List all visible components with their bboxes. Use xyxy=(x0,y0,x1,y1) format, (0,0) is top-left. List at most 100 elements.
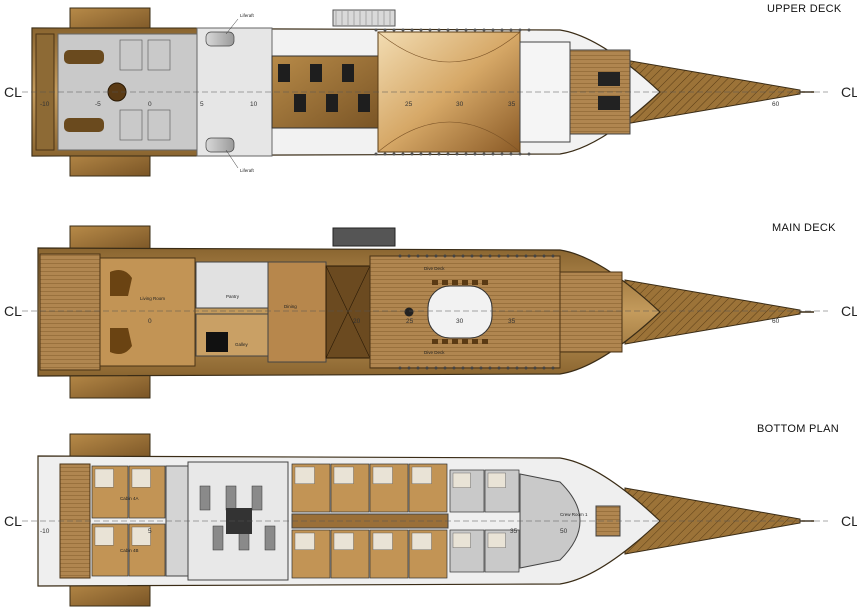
bottom-plan-title: BOTTOM PLAN xyxy=(757,423,839,435)
main-station-5: 60 xyxy=(772,318,780,325)
main-galley-label: Galley xyxy=(235,342,249,347)
main-chair-bottom-4 xyxy=(472,339,478,344)
bottom-guest-cabin-bottom-bed-3 xyxy=(411,532,432,550)
upper-stanchion-bottom-8 xyxy=(446,152,450,156)
bottom-fwd-cabin-bottom-bed-0 xyxy=(452,532,471,548)
upper-windlass-top xyxy=(598,72,620,86)
main-chair-top-5 xyxy=(482,280,488,285)
upper-liferaft-bottom-label: Liferaft xyxy=(240,168,255,173)
main-station-0: 0 xyxy=(148,318,152,325)
upper-deck-title: UPPER DECK xyxy=(767,3,842,15)
main-centerline-label-left: CL xyxy=(4,303,22,319)
main-stanchion-bottom-12 xyxy=(506,366,510,370)
main-chair-bottom-3 xyxy=(462,339,468,344)
main-chair-bottom-0 xyxy=(432,339,438,344)
main-stanchion-top-16 xyxy=(542,254,546,258)
bottom-engine-part-0 xyxy=(199,485,211,511)
bottom-engine-part-1 xyxy=(212,525,224,551)
bottom-centerline-label-right: CL xyxy=(841,513,857,529)
main-stanchion-top-4 xyxy=(434,254,438,258)
bottom-station-0: -10 xyxy=(40,528,50,535)
upper-stanchion-bottom-2 xyxy=(392,152,396,156)
upper-stanchion-top-15 xyxy=(509,28,513,32)
upper-stanchion-bottom-12 xyxy=(482,152,486,156)
main-dining-area xyxy=(267,261,327,363)
main-pantry xyxy=(195,261,269,309)
upper-stanchion-bottom-6 xyxy=(428,152,432,156)
upper-stanchion-bottom-7 xyxy=(437,152,441,156)
main-stanchion-bottom-9 xyxy=(479,366,483,370)
upper-stanchion-bottom-10 xyxy=(464,152,468,156)
main-stanchion-top-1 xyxy=(407,254,411,258)
main-armchair-top xyxy=(110,270,132,296)
bottom-aft-cabin-top-bed-1 xyxy=(131,468,151,488)
upper-stanchion-bottom-3 xyxy=(401,152,405,156)
upper-stanchion-bottom-4 xyxy=(410,152,414,156)
upper-liferaft-top xyxy=(205,31,235,47)
upper-station-8: 60 xyxy=(772,101,780,108)
upper-windlass-bottom xyxy=(598,96,620,110)
upper-sofa-top xyxy=(64,50,104,64)
upper-stanchion-top-5 xyxy=(419,28,423,32)
bottom-engine-part-5 xyxy=(264,525,276,551)
upper-stanchion-top-8 xyxy=(446,28,450,32)
upper-stanchion-bottom-16 xyxy=(518,152,522,156)
main-chair-top-2 xyxy=(452,280,458,285)
upper-stanchion-top-3 xyxy=(401,28,405,32)
main-foredeck xyxy=(559,271,623,353)
main-stanchion-bottom-5 xyxy=(443,366,447,370)
upper-stanchion-top-16 xyxy=(518,28,522,32)
bottom-fwd-cabin-bottom-bed-1 xyxy=(487,532,506,548)
main-chair-top-3 xyxy=(462,280,468,285)
bottom-cabin-a-label: Cabin 4A xyxy=(120,496,139,501)
main-stanchion-bottom-16 xyxy=(542,366,546,370)
bottom-engine-part-2 xyxy=(225,485,237,511)
bottom-fwd-cabin-top-bed-0 xyxy=(452,472,471,488)
upper-stanchion-bottom-15 xyxy=(509,152,513,156)
upper-stanchion-top-2 xyxy=(392,28,396,32)
main-dive-deck-top-label: Dive Deck xyxy=(424,266,445,271)
main-station-2: 25 xyxy=(406,318,414,325)
main-stanchion-bottom-7 xyxy=(461,366,465,370)
main-chair-bottom-2 xyxy=(452,339,458,344)
upper-liferaft-top-leader xyxy=(225,18,239,35)
main-stanchion-top-7 xyxy=(461,254,465,258)
main-stanchion-top-15 xyxy=(533,254,537,258)
upper-station-6: 30 xyxy=(456,101,464,108)
main-dining-label: Dining xyxy=(284,304,297,309)
bottom-cabin-b-label: Cabin 4B xyxy=(120,548,139,553)
main-stanchion-top-6 xyxy=(452,254,456,258)
main-chair-top-1 xyxy=(442,280,448,285)
main-aft-deck xyxy=(39,253,101,371)
main-stanchion-bottom-10 xyxy=(488,366,492,370)
upper-console-5 xyxy=(358,94,370,112)
upper-stanchion-top-9 xyxy=(455,28,459,32)
bottom-engine-part-4 xyxy=(251,485,263,511)
upper-stanchion-top-11 xyxy=(473,28,477,32)
main-deck-title: MAIN DECK xyxy=(772,222,836,234)
bottom-crew-room-label: Crew Room 1 xyxy=(560,512,588,517)
upper-stanchion-top-7 xyxy=(437,28,441,32)
upper-stanchion-top-13 xyxy=(491,28,495,32)
main-dive-deck-bottom-label: Dive Deck xyxy=(424,350,445,355)
upper-station-7: 35 xyxy=(508,101,516,108)
main-stanchion-top-17 xyxy=(551,254,555,258)
bottom-station-1: 5 xyxy=(148,528,152,535)
upper-sofa-bottom xyxy=(64,118,104,132)
main-stanchion-top-8 xyxy=(470,254,474,258)
upper-console-1 xyxy=(294,94,306,112)
upper-stanchion-bottom-5 xyxy=(419,152,423,156)
main-stanchion-bottom-2 xyxy=(416,366,420,370)
bottom-guest-cabin-bottom-bed-2 xyxy=(372,532,393,550)
upper-stanchion-bottom-14 xyxy=(500,152,504,156)
main-stanchion-top-2 xyxy=(416,254,420,258)
upper-awning-seams xyxy=(377,31,521,153)
upper-stanchion-top-14 xyxy=(500,28,504,32)
upper-stanchion-top-12 xyxy=(482,28,486,32)
upper-console-2 xyxy=(310,64,322,82)
bottom-guest-cabin-top-bed-0 xyxy=(294,466,315,484)
main-station-4: 35 xyxy=(508,318,516,325)
